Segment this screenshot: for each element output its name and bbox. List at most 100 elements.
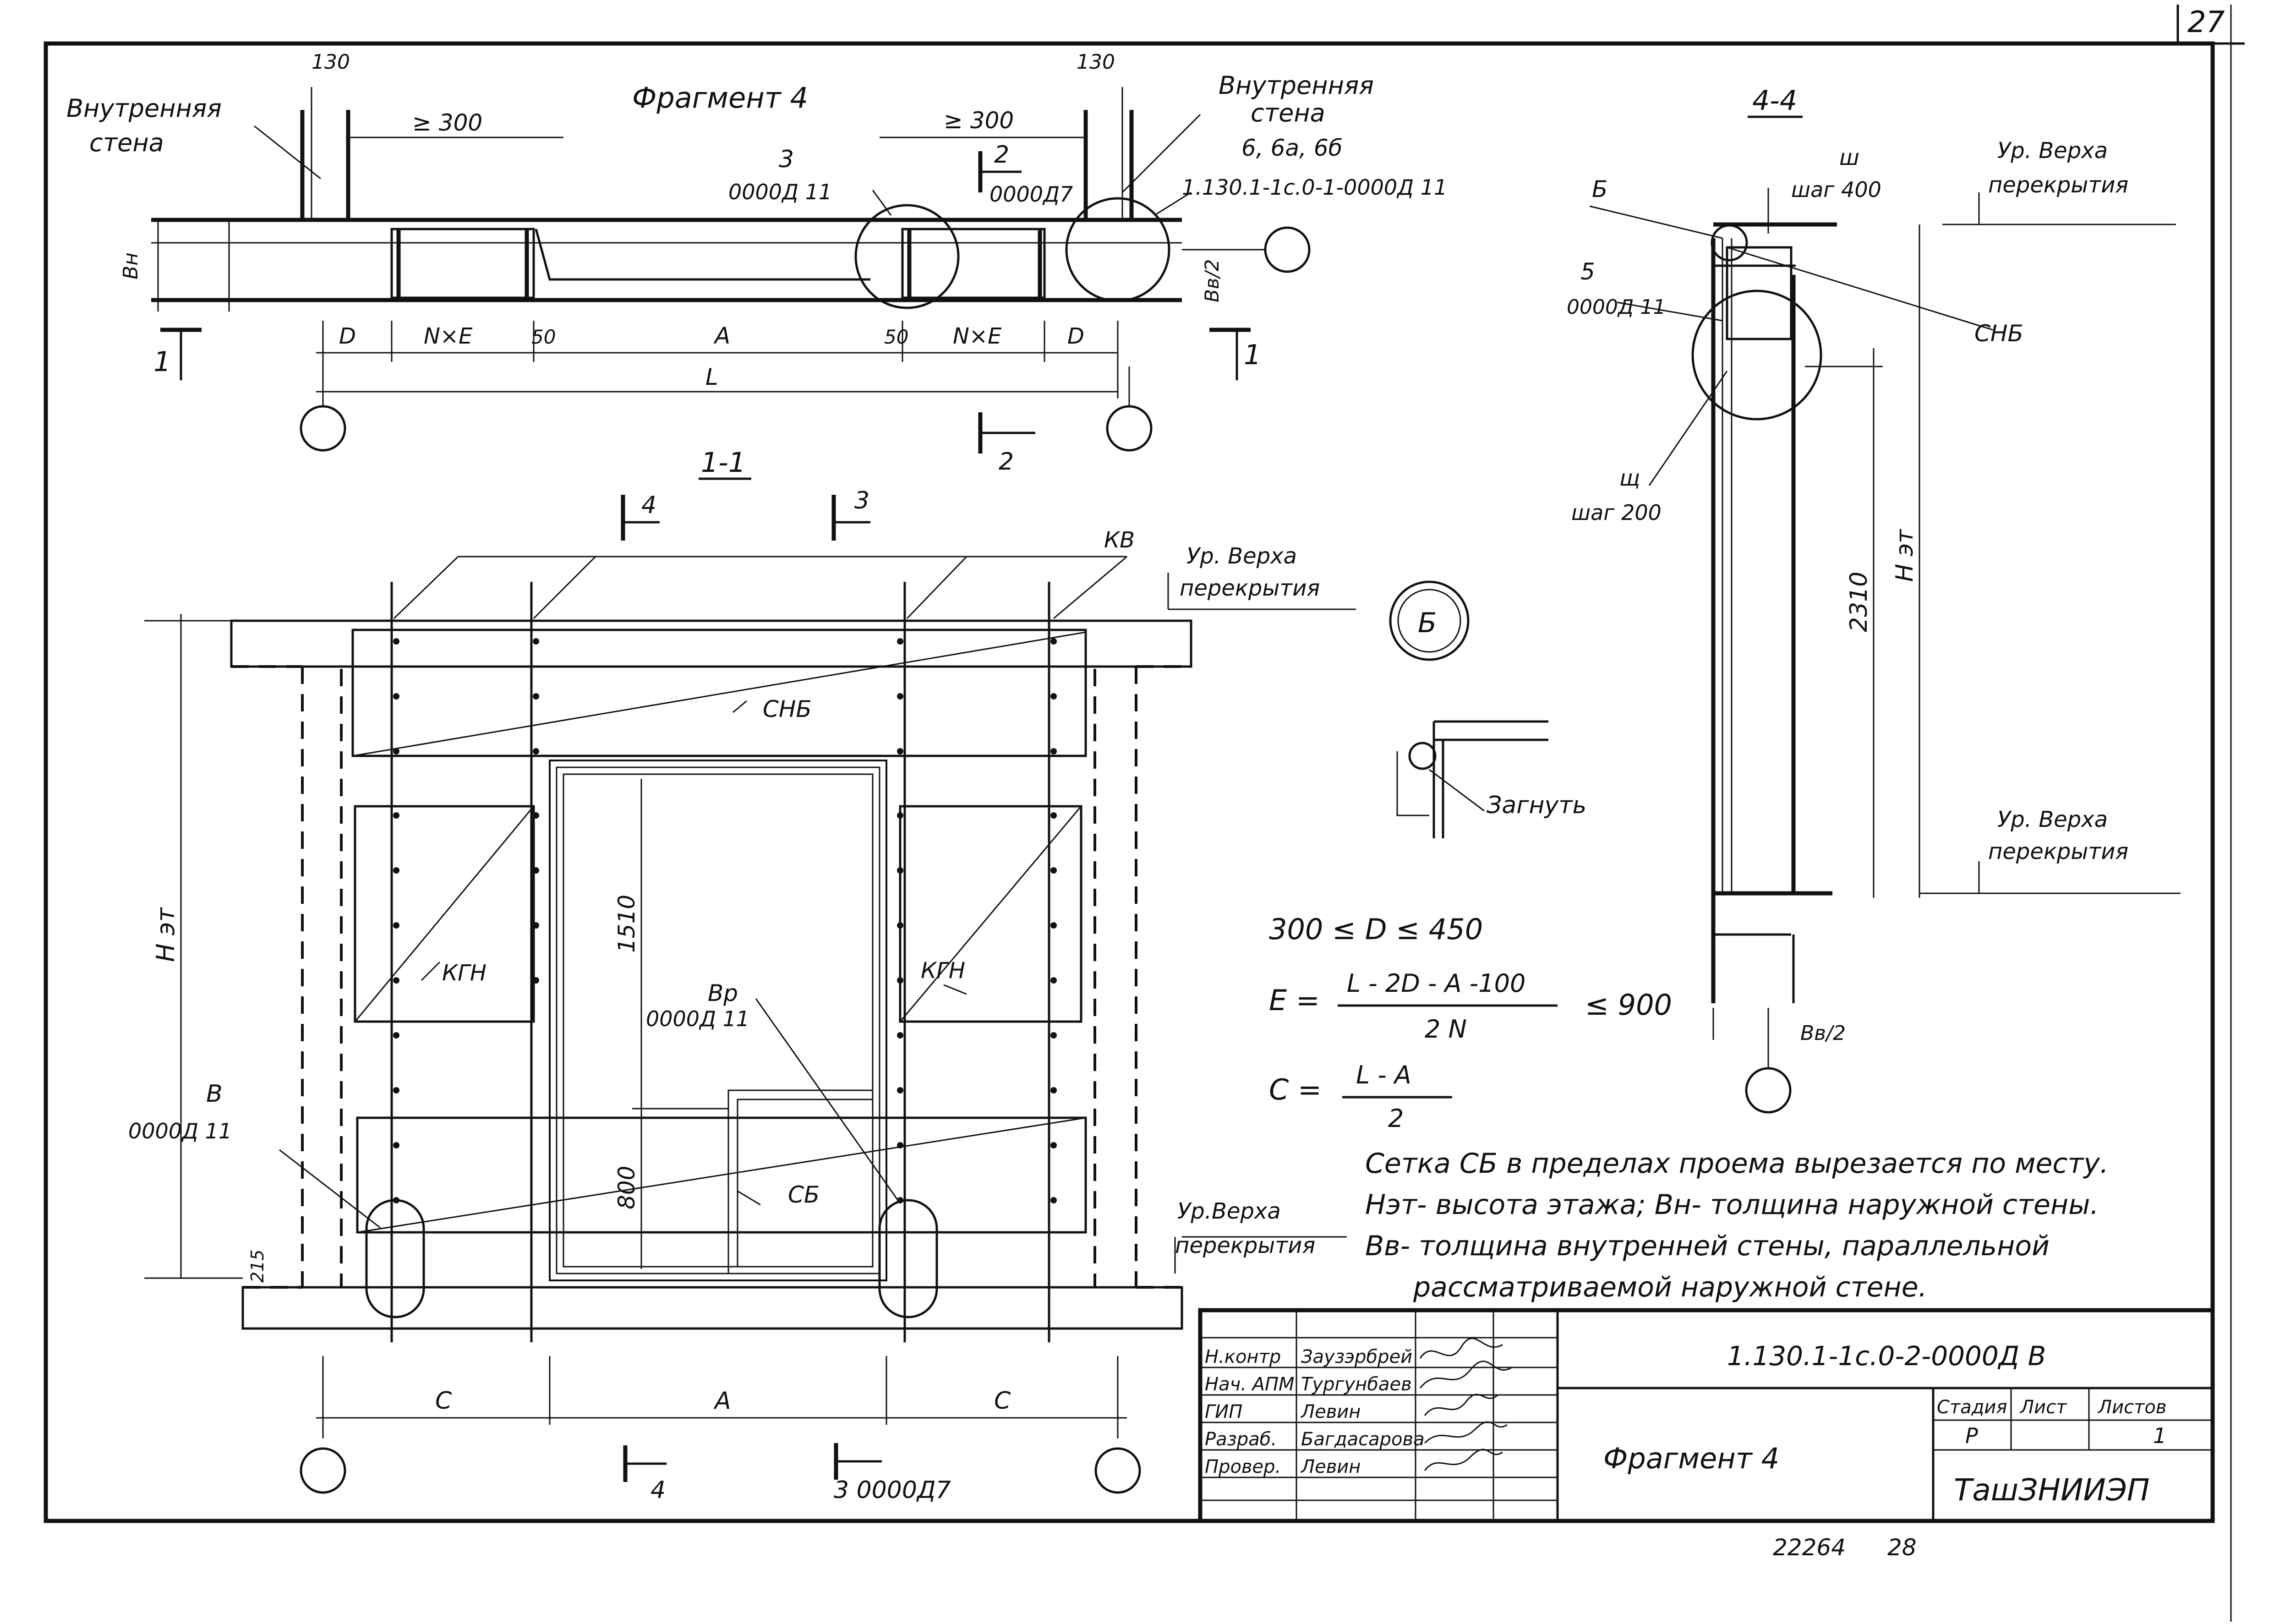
- dim-215: 215: [247, 1249, 268, 1283]
- detail-b: Б Загнуть: [1389, 580, 1586, 838]
- label-br: Вр: [708, 980, 738, 1006]
- formulas: 300 ≤ D ≤ 450 E = L - 2D - A -100 2 N ≤ …: [1269, 913, 1672, 1133]
- dim-2310: 2310: [1845, 572, 1873, 632]
- dim-50-left: 50: [531, 326, 556, 348]
- dim-130-left: 130: [312, 50, 350, 74]
- formula-c-num: L - A: [1356, 1061, 1411, 1089]
- section-cut-4: 4: [641, 492, 656, 519]
- section-2-bottom: 2: [999, 448, 1014, 476]
- tb-role-1: Н.контр: [1205, 1346, 1281, 1367]
- label-b-ref: 0000Д 11: [128, 1119, 232, 1143]
- label-h-et-section: Н эт: [151, 907, 180, 962]
- dim-d-right: D: [1067, 323, 1084, 349]
- dim-300-right: ≥ 300: [944, 107, 1014, 134]
- dim-300-left: ≥ 300: [412, 109, 482, 136]
- tb-title: Фрагмент 4: [1603, 1442, 1779, 1475]
- callout-3-num: 3: [779, 146, 794, 173]
- label-b-44: Б: [1592, 176, 1607, 202]
- bottom-level-44a: Ур. Верха: [1997, 807, 2108, 832]
- bottom-level-44b: перекрытия: [1988, 839, 2128, 864]
- bottom-number-right: 28: [1887, 1534, 1917, 1561]
- tb-header-sheets: Листов: [2097, 1397, 2166, 1418]
- title-block: Н.контр Заузэрбрей Нач. АПМ Тургунбаев Г…: [1198, 1308, 2215, 1523]
- formula-d-range: 300 ≤ D ≤ 450: [1269, 913, 1483, 946]
- label-step200: шаг 200: [1571, 500, 1662, 525]
- inner-wall-ref: 1.130.1-1с.0-1-0000Д 11: [1182, 175, 1447, 200]
- sheet-number: 27: [2187, 5, 2225, 39]
- label-h-et-44: Н эт: [1891, 529, 1919, 582]
- dim-d-left: D: [339, 323, 356, 349]
- formula-e-rhs: ≤ 900: [1585, 988, 1672, 1022]
- section-2-num: 2: [994, 141, 1009, 169]
- callout-5-ref: 0000Д 11: [1567, 295, 1666, 319]
- inner-wall-right-label-2: стена: [1251, 98, 1325, 127]
- tb-name-1: Заузэрбрей: [1301, 1346, 1412, 1367]
- top-level-44a: Ур. Верха: [1997, 138, 2108, 164]
- dim-1510: 1510: [613, 895, 640, 953]
- dim-c-right: C: [994, 1387, 1011, 1415]
- cut-1-right: 1: [1244, 339, 1261, 371]
- label-sh: ш: [1839, 145, 1859, 170]
- inner-wall-left-label-2: стена: [89, 128, 164, 157]
- label-br-ref: 0000Д 11: [646, 1006, 749, 1031]
- dim-a-section: A: [713, 1387, 731, 1415]
- label-bb2-44: Вв/2: [1800, 1022, 1846, 1045]
- formula-c-lhs: C =: [1269, 1073, 1322, 1106]
- tb-role-4: Разраб.: [1205, 1429, 1277, 1450]
- tb-name-4: Багдасарова: [1301, 1429, 1425, 1450]
- cut-3-bottom: 3 0000Д7: [834, 1476, 951, 1504]
- label-snb-44: СНБ: [1974, 320, 2023, 347]
- label-step400: шаг 400: [1791, 177, 1881, 202]
- tb-name-5: Левин: [1300, 1456, 1361, 1477]
- dim-a-plan: A: [713, 323, 730, 349]
- cut-4-bottom: 4: [651, 1476, 666, 1504]
- note-1: Сетка СБ в пределах проема вырезается по…: [1365, 1148, 2109, 1180]
- tb-role-5: Провер.: [1205, 1456, 1281, 1477]
- note-2: Нэт- высота этажа; Вн- толщина наружной …: [1365, 1189, 2099, 1221]
- cut-1-left: 1: [153, 346, 171, 378]
- section-1-1-title: 1-1: [701, 447, 746, 479]
- label-b-callout: В: [206, 1080, 223, 1108]
- top-level-44b: перекрытия: [1988, 172, 2128, 198]
- tb-value-sheets: 1: [2153, 1423, 2166, 1448]
- bb2-label: Вв/2: [1201, 259, 1223, 302]
- section-2-ref: 0000Д7: [989, 182, 1073, 207]
- label-sb: СБ: [788, 1181, 820, 1208]
- top-level-1b: перекрытия: [1180, 575, 1320, 601]
- tb-doc-code: 1.130.1-1с.0-2-0000Д В: [1727, 1340, 2046, 1372]
- top-level-1a: Ур. Верха: [1186, 543, 1297, 569]
- section-1-1: 1-1 4 3: [128, 447, 1356, 1504]
- dim-800: 800: [613, 1166, 640, 1209]
- formula-e-den: 2 N: [1425, 1015, 1467, 1044]
- dim-130-right: 130: [1077, 50, 1115, 74]
- label-shch: щ: [1619, 465, 1640, 491]
- rebar-dots: [393, 638, 1057, 1203]
- bottom-level-b: перекрытия: [1175, 1233, 1315, 1258]
- label-kgn-right: КГН: [921, 958, 965, 984]
- plan-view: Фрагмент 4: [66, 50, 1447, 476]
- tb-header-stage: Стадия: [1937, 1397, 2007, 1418]
- label-kgn-left: КГН: [442, 960, 487, 986]
- formula-e-lhs: E =: [1269, 984, 1320, 1017]
- bottom-number-left: 22264: [1773, 1534, 1846, 1561]
- label-kv: КВ: [1104, 527, 1135, 553]
- bn-label: Вн: [119, 252, 142, 279]
- signatures: [1419, 1338, 1512, 1471]
- inner-wall-right-label-1: Внутренняя: [1219, 71, 1374, 100]
- notes: Сетка СБ в пределах проема вырезается по…: [1365, 1148, 2109, 1303]
- dim-nxe-left: N×E: [424, 323, 473, 349]
- section-4-4: 4-4 Б ш шаг 400 Ур: [1567, 85, 2181, 1114]
- dim-nxe-right: N×E: [953, 323, 1002, 349]
- detail-b-marker: Б: [1418, 607, 1437, 639]
- callout-3-ref: 0000Д 11: [728, 180, 832, 204]
- tb-value-stage: Р: [1965, 1423, 1978, 1448]
- note-3: Вв- толщина внутренней стены, параллельн…: [1365, 1230, 2050, 1262]
- section-cut-3: 3: [854, 487, 869, 514]
- detail-b-bend: Загнуть: [1487, 792, 1586, 819]
- bottom-level-a: Ур.Верха: [1177, 1198, 1281, 1224]
- formula-e-num: L - 2D - A -100: [1347, 969, 1525, 998]
- tb-org: ТашЗНИИЭП: [1954, 1472, 2150, 1508]
- tb-header-sheet: Лист: [2019, 1397, 2067, 1418]
- dim-l-plan: L: [705, 364, 718, 390]
